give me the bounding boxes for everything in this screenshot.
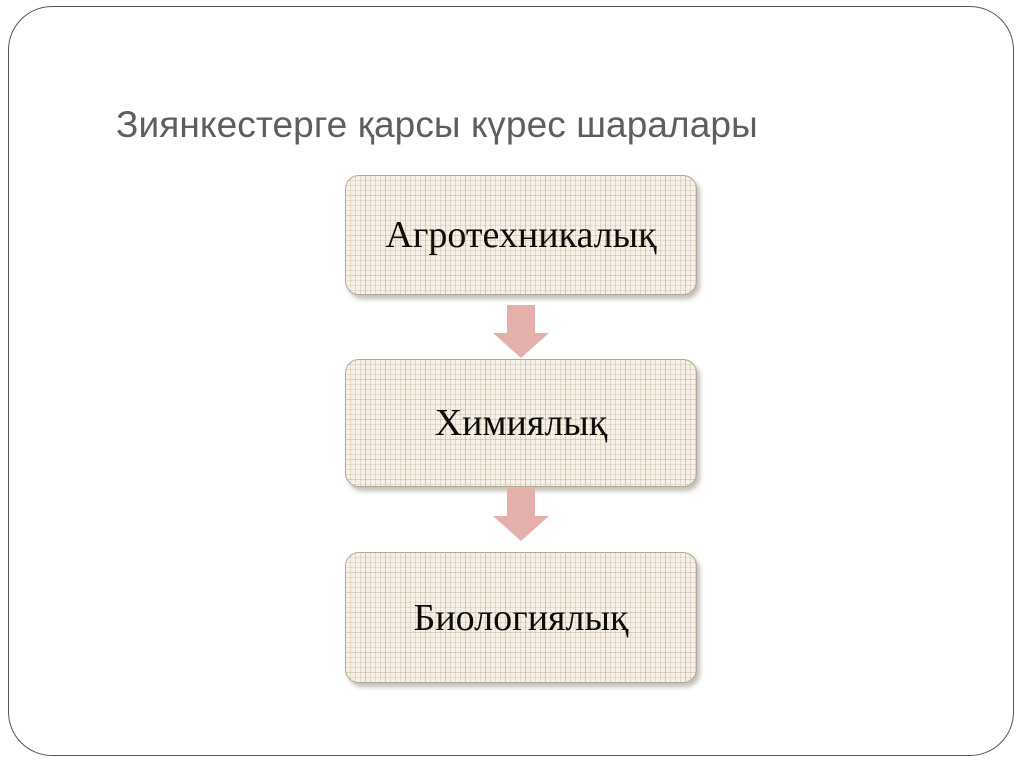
flow-node-label: Химиялық (434, 402, 608, 444)
flow-node-label: Агротехникалық (385, 214, 657, 256)
arrow-down-icon (493, 305, 549, 358)
flow-node-agrotechnical[interactable]: Агротехникалық (345, 175, 697, 295)
slide-frame: Зиянкестерге қарсы күрес шаралары Агроте… (8, 6, 1014, 756)
flowchart: Агротехникалық Химиялық Биологиялық (345, 175, 697, 685)
page-title: Зиянкестерге қарсы күрес шаралары (116, 104, 758, 145)
flow-node-chemical[interactable]: Химиялық (345, 359, 697, 487)
arrow-down-icon (493, 488, 549, 541)
flow-node-biological[interactable]: Биологиялық (345, 552, 697, 683)
flow-node-label: Биологиялық (413, 596, 629, 639)
